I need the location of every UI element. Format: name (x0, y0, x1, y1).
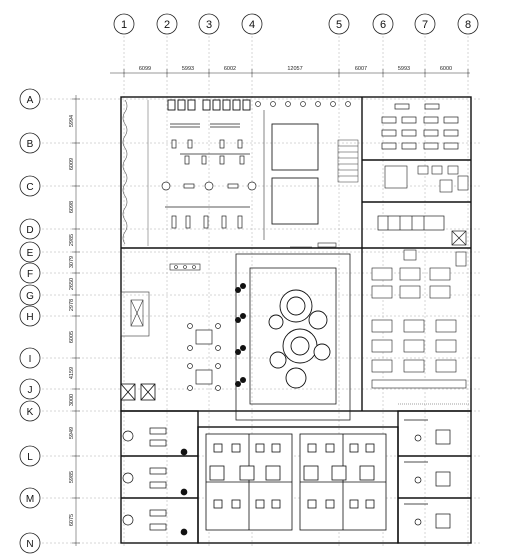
row-label: E (27, 248, 34, 259)
column-bubble (156, 13, 178, 35)
column-label: 2 (164, 19, 170, 31)
row-bubble (19, 445, 41, 467)
row-bubble (19, 218, 41, 240)
row-dimension: 5949 (69, 427, 75, 439)
column-label: 4 (249, 19, 255, 31)
column-bubble (241, 13, 263, 35)
restroom-fixtures (384, 165, 469, 193)
row-dimension: 3000 (69, 394, 75, 406)
row-dimension: 6075 (69, 514, 75, 526)
column-posts (255, 101, 351, 107)
row-label: I (29, 354, 32, 365)
column-grid: 1 2 3 4 5 6 7 8 (113, 13, 479, 548)
row-bubble (19, 400, 41, 422)
study-carrels (371, 249, 467, 389)
exhibition-furniture (161, 123, 257, 229)
column-label: 8 (465, 19, 471, 31)
column-label: 6 (380, 19, 386, 31)
column-bubble (198, 13, 220, 35)
row-label: K (27, 407, 34, 418)
row-bubble (19, 487, 41, 509)
corridor-elements (377, 215, 467, 246)
column-bubble (113, 13, 135, 35)
row-dimension: 2985 (69, 234, 75, 246)
row-dimension: 6098 (69, 201, 75, 213)
column-label: 5 (336, 19, 342, 31)
column-dimension: 12057 (287, 66, 302, 72)
row-dimension: 6009 (69, 158, 75, 170)
row-label: C (26, 182, 33, 193)
column-dimension: 6000 (440, 66, 452, 72)
atrium (235, 253, 351, 421)
row-bubble (19, 88, 41, 110)
column-bubble (457, 13, 479, 35)
curtain-wall (122, 99, 128, 245)
column-dimension: 5993 (398, 66, 410, 72)
staircase-upper (337, 139, 359, 183)
column-dimension: 6099 (139, 66, 151, 72)
row-bubble (19, 262, 41, 284)
row-label: B (27, 139, 34, 150)
row-dimension: 6005 (69, 331, 75, 343)
row-label: J (28, 385, 33, 396)
staircase-left (120, 291, 150, 337)
row-dimension: 2650 (69, 278, 75, 290)
row-bubble (19, 132, 41, 154)
column-label: 3 (206, 19, 212, 31)
column-bubble (372, 13, 394, 35)
column-dimension-chain: 6099 5993 6002 12057 6007 5993 6000 (110, 66, 470, 77)
row-label: M (26, 494, 34, 505)
row-bubble (19, 284, 41, 306)
row-dimension: 2978 (69, 299, 75, 311)
row-label: N (26, 539, 33, 550)
row-label: A (27, 95, 34, 106)
row-bubble (19, 305, 41, 327)
display-platforms (271, 123, 319, 225)
row-bubble (19, 175, 41, 197)
row-dimension-chain: 5994 6009 6098 2985 3079 2650 2978 6005 … (69, 95, 80, 546)
row-label: D (26, 225, 33, 236)
column-bubble (328, 13, 350, 35)
column-label: 1 (121, 19, 127, 31)
row-dimension: 5994 (69, 115, 75, 127)
classroom-blocks (205, 433, 387, 531)
row-dimension: 5985 (69, 471, 75, 483)
row-label: G (26, 291, 34, 302)
column-label: 7 (422, 19, 428, 31)
row-label: L (27, 452, 33, 463)
row-dimension: 4159 (69, 367, 75, 379)
trees (268, 289, 331, 389)
row-label: F (27, 269, 33, 280)
column-bubble (414, 13, 436, 35)
middle-band-fixtures (169, 242, 337, 271)
bottom-left-rooms (122, 427, 188, 536)
building-walls (120, 96, 472, 544)
atrium-seating (235, 283, 246, 387)
row-bubble (19, 378, 41, 400)
lift-cores (120, 383, 156, 401)
column-dimension: 5993 (182, 66, 194, 72)
row-bubble (19, 241, 41, 263)
column-dimension: 6007 (355, 66, 367, 72)
office-desks (381, 103, 459, 150)
display-cases-top (167, 99, 251, 111)
column-dimension: 6002 (224, 66, 236, 72)
row-label: H (26, 312, 33, 323)
row-dimension: 3079 (69, 256, 75, 268)
row-bubble (19, 532, 41, 554)
lounge-tables (187, 323, 221, 391)
bottom-right-rooms (404, 419, 451, 529)
row-bubble (19, 347, 41, 369)
